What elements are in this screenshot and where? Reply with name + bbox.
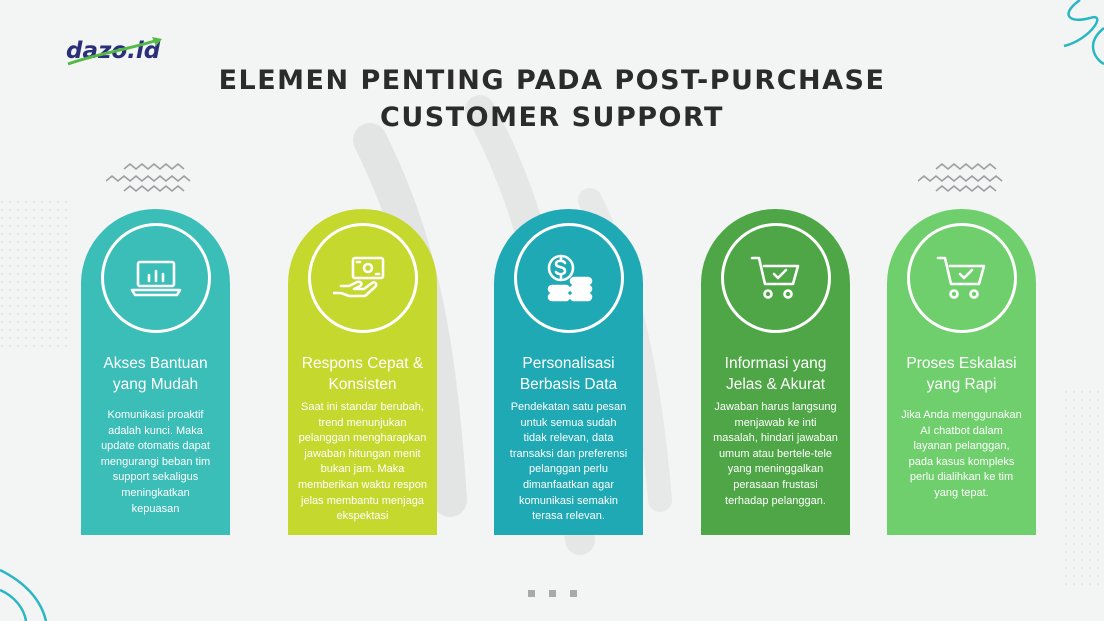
card-heading: Proses Eskalasi yang Rapi <box>906 355 1017 393</box>
card-personalisasi: Personalisasi Berbasis Data Pendekatan s… <box>494 209 643 535</box>
dollar-coins-icon <box>547 254 592 302</box>
card-body: Komunikasi proaktif adalah kunci. Maka u… <box>100 409 211 515</box>
zigzag-ornament-right <box>918 162 1003 193</box>
card-body: Pendekatan satu pesan untuk semua sudah … <box>509 401 628 523</box>
indicator-dot <box>528 590 535 597</box>
corner-squiggle-bottom-left <box>0 568 48 621</box>
card-body: Jawaban harus langsung menjawab ke inti … <box>713 401 838 507</box>
money-hand-icon <box>332 256 384 298</box>
card-akses-bantuan: Akses Bantuan yang Mudah Komunikasi proa… <box>81 209 230 535</box>
card-respons-cepat: Respons Cepat & Konsisten Saat ini stand… <box>288 209 437 535</box>
card-heading: Personalisasi Berbasis Data <box>519 355 618 393</box>
card-body: Jika Anda menggunakan AI chatbot dalam l… <box>901 409 1022 499</box>
card-body: Saat ini standar berubah, trend menunjuk… <box>297 401 427 523</box>
card-proses-eskalasi: Proses Eskalasi yang Rapi Jika Anda meng… <box>887 209 1036 535</box>
title-line-2: CUSTOMER SUPPORT <box>380 102 724 133</box>
icon-ring <box>906 223 1017 333</box>
dot-pattern-right <box>1064 390 1104 590</box>
corner-squiggle-top-right <box>1063 0 1104 66</box>
card-heading: Akses Bantuan yang Mudah <box>103 355 208 393</box>
title-line-1: ELEMEN PENTING PADA POST-PURCHASE <box>218 65 886 96</box>
dazo-logo: dazo.id <box>66 37 162 66</box>
card-heading: Informasi yang Jelas & Akurat <box>724 355 827 393</box>
dot-pattern-left <box>0 200 70 350</box>
icon-ring <box>513 223 624 333</box>
cart-check-icon <box>936 256 985 299</box>
card-heading: Respons Cepat & Konsisten <box>301 355 424 393</box>
icon-ring <box>720 223 831 333</box>
page-title: ELEMEN PENTING PADA POST-PURCHASE CUSTOM… <box>0 62 1104 136</box>
icon-ring <box>100 223 211 333</box>
indicator-dot <box>570 590 577 597</box>
zigzag-ornament-left <box>106 162 191 193</box>
indicator-dot <box>549 590 556 597</box>
slide-indicator <box>528 584 591 602</box>
card-informasi-jelas: Informasi yang Jelas & Akurat Jawaban ha… <box>701 209 850 535</box>
cart-check-icon <box>750 256 799 299</box>
laptop-chart-icon <box>130 260 181 297</box>
icon-ring <box>307 223 418 333</box>
